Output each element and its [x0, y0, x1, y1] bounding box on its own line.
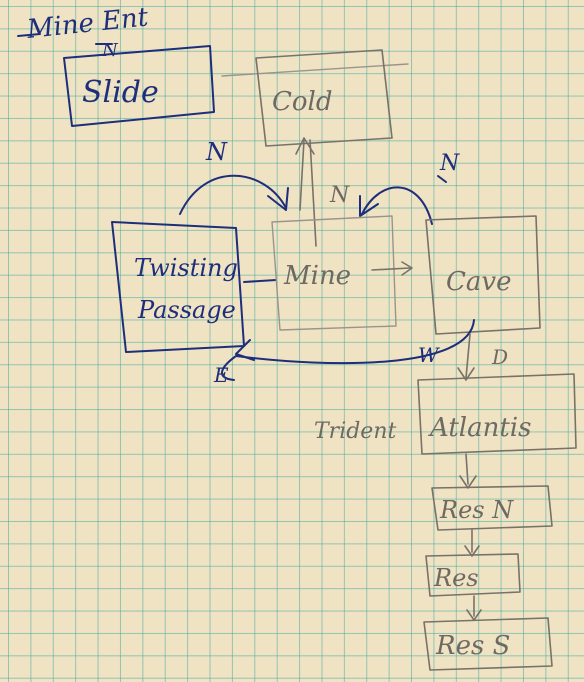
room-cold-label: Cold — [272, 87, 333, 117]
room-cave-box[interactable] — [425, 215, 541, 335]
twisting-to-mine-connector — [243, 279, 277, 283]
mine-to-cave-arrowhead — [401, 261, 413, 276]
room-twisting-passage-box[interactable] — [111, 221, 245, 353]
res-n-to-res-arrowhead — [464, 545, 480, 557]
cave-down-direction: D — [491, 345, 508, 369]
mine-to-cave-arrow — [371, 267, 411, 271]
twisting-loop-direction: E — [213, 363, 229, 387]
mine-to-cold-line-1 — [309, 139, 317, 247]
cave-to-mine-tick — [437, 175, 447, 183]
room-twisting-label-2: Passage — [137, 296, 236, 324]
cave-to-mine-arc — [361, 186, 433, 225]
slide-cold-line — [221, 63, 409, 77]
cave-to-mine-direction: N — [439, 151, 460, 176]
room-atlantis-box[interactable] — [417, 373, 577, 455]
twisting-to-mine-arrowhead — [267, 187, 289, 211]
room-res-box[interactable] — [425, 553, 521, 597]
twisting-to-mine-direction: N — [205, 138, 228, 166]
mine-to-cold-arrowhead — [295, 137, 315, 155]
title-dash — [17, 33, 41, 37]
twisting-to-mine-arc — [179, 174, 287, 215]
cave-to-atlantis-line — [465, 333, 471, 379]
title-mine-ent: Mine Ent — [25, 2, 151, 45]
room-res-s-label: Res S — [435, 631, 510, 661]
room-slide-label: Slide — [82, 75, 159, 110]
room-res-s-box[interactable] — [423, 617, 553, 671]
entrance-direction-label: N — [101, 40, 119, 61]
cave-to-twisting-loop — [221, 319, 475, 381]
room-mine-box[interactable] — [271, 215, 397, 331]
cave-to-twisting-arrowhead — [235, 339, 255, 361]
cave-to-twisting-direction: W — [418, 343, 440, 367]
atlantis-to-res-n-line — [465, 453, 469, 485]
mine-to-cold-line-2 — [299, 139, 305, 211]
room-atlantis-label: Atlantis — [428, 413, 531, 443]
trident-label: Trident — [314, 419, 396, 444]
room-cave-label: Cave — [446, 267, 511, 297]
cave-to-mine-arrowhead — [359, 195, 379, 217]
mine-to-cold-direction: N — [329, 183, 350, 208]
room-mine-label: Mine — [283, 261, 351, 291]
room-res-label: Res — [433, 564, 479, 592]
cave-to-atlantis-arrowhead — [457, 367, 475, 381]
room-twisting-label-1: Twisting — [134, 254, 238, 282]
room-cold-box[interactable] — [255, 49, 393, 147]
room-res-n-label: Res N — [439, 496, 514, 524]
room-slide-box[interactable] — [63, 45, 215, 127]
room-res-n-box[interactable] — [431, 485, 553, 531]
